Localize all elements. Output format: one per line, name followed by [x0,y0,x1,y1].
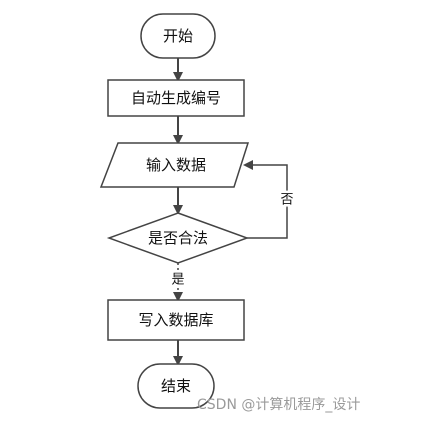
start-node-label: 开始 [163,27,193,45]
input-data-node [99,142,250,188]
end-node [137,363,215,409]
write-db-node-label: 写入数据库 [138,311,213,329]
yes-label: 是 [171,273,184,288]
watermark-text: CSDN @计算机程序_设计 [197,397,361,413]
is-valid-decision-label: 是否合法 [148,229,208,247]
no-label: 否 [280,193,293,208]
edge-no-loop-back [243,160,288,239]
end-node-label: 结束 [161,377,191,395]
auto-number-node [107,79,245,117]
auto-number-node-label: 自动生成编号 [131,89,221,107]
input-data-node-label: 输入数据 [146,156,206,174]
write-db-node [107,299,245,341]
